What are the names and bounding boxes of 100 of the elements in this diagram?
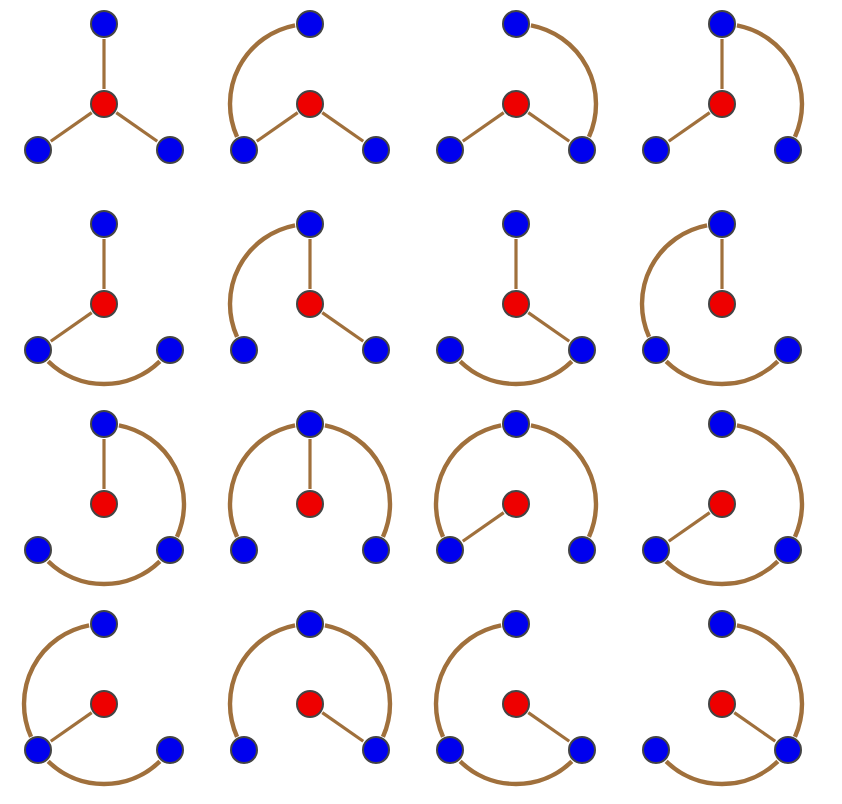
outer-vertex [155,735,184,764]
outer-vertex [155,535,184,564]
center-vertex [296,290,324,318]
outer-vertex [296,610,324,638]
center-vertex [90,490,118,518]
straight-edge [49,711,93,743]
curved-edge [530,23,599,138]
center-vertex [708,290,736,318]
outer-vertex [436,135,465,164]
outer-vertex [567,135,596,164]
straight-edge [720,239,724,289]
center-vertex [502,690,530,718]
outer-vertex [773,535,802,564]
outer-vertex [567,335,596,364]
outer-vertex [773,735,802,764]
straight-edge [720,39,724,89]
outer-vertex [296,410,324,438]
outer-vertex [567,535,596,564]
straight-edge [102,239,106,289]
straight-edge [321,711,365,743]
outer-vertex [90,610,118,638]
outer-vertex [361,335,390,364]
outer-vertex [502,610,530,638]
straight-edge [115,111,159,143]
outer-vertex [296,210,324,238]
curved-edge [21,623,90,738]
straight-edge [102,39,106,89]
outer-vertex [155,135,184,164]
outer-vertex [90,10,118,38]
outer-vertex [642,335,671,364]
straight-edge [321,111,365,143]
center-vertex [90,290,118,318]
straight-edge [461,511,505,543]
straight-edge [667,511,711,543]
curved-edge [433,423,502,538]
outer-vertex [361,135,390,164]
curved-edge [46,559,162,587]
outer-vertex [502,10,530,38]
outer-vertex [436,335,465,364]
straight-edge [527,711,571,743]
center-vertex [708,690,736,718]
outer-vertex [502,410,530,438]
straight-edge [527,311,571,343]
outer-vertex [24,135,53,164]
outer-vertex [24,735,53,764]
outer-vertex [24,335,53,364]
curved-edge [736,423,805,538]
curved-edge [664,759,780,787]
outer-vertex [361,735,390,764]
curved-edge [664,559,780,587]
curved-edge [118,423,187,538]
outer-vertex [296,10,324,38]
outer-vertex [230,535,259,564]
straight-edge [733,711,777,743]
center-vertex [296,490,324,518]
outer-vertex [502,210,530,238]
straight-edge [255,111,299,143]
center-vertex [708,490,736,518]
curved-edge [324,423,393,538]
straight-edge [49,111,93,143]
center-vertex [502,290,530,318]
curved-edge [227,623,296,738]
outer-vertex [708,410,736,438]
curved-edge [324,623,393,738]
outer-vertex [155,335,184,364]
straight-edge [667,111,711,143]
outer-vertex [708,610,736,638]
curved-edge [736,623,805,738]
straight-edge [527,111,571,143]
curved-edge [433,623,502,738]
center-vertex [90,90,118,118]
center-vertex [502,90,530,118]
outer-vertex [642,535,671,564]
outer-vertex [230,735,259,764]
straight-edge [461,111,505,143]
outer-vertex [361,535,390,564]
outer-vertex [90,410,118,438]
outer-vertex [642,735,671,764]
curved-edge [46,759,162,787]
outer-vertex [24,535,53,564]
straight-edge [102,439,106,489]
curved-edge [46,359,162,387]
curved-edge [458,359,574,387]
straight-edge [308,239,312,289]
outer-vertex [773,335,802,364]
curved-edge [639,223,708,338]
straight-edge [514,239,518,289]
outer-vertex [436,535,465,564]
center-vertex [90,690,118,718]
curved-edge [530,423,599,538]
outer-vertex [642,135,671,164]
outer-vertex [436,735,465,764]
curved-edge [458,759,574,787]
center-vertex [296,690,324,718]
straight-edge [49,311,93,343]
curved-edge [227,423,296,538]
outer-vertex [567,735,596,764]
center-vertex [708,90,736,118]
straight-edge [321,311,365,343]
curved-edge [736,23,805,138]
